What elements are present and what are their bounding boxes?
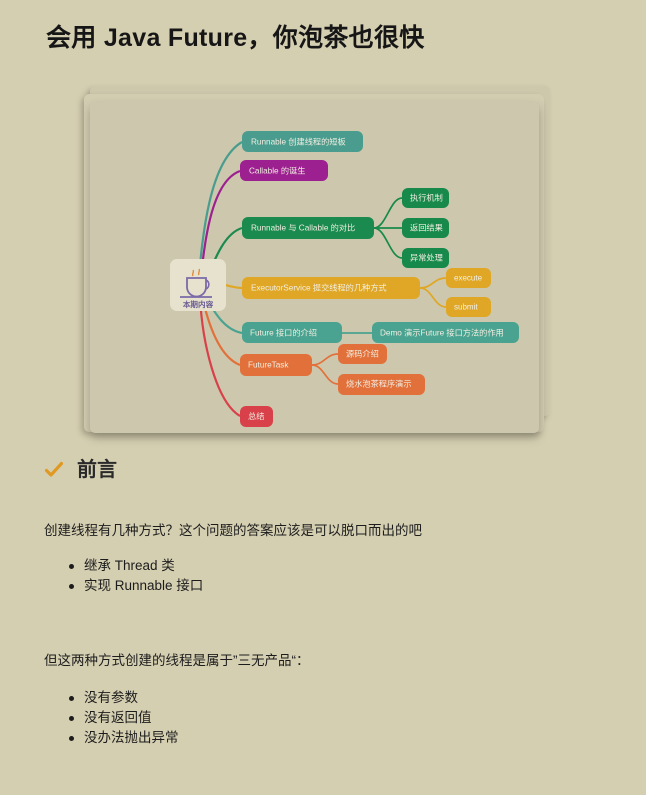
mindmap-node-label: 总结 [248, 411, 264, 421]
paragraph-thread-creation: 创建线程有几种方式？这个问题的答案应该是可以脱口而出的吧 [44, 523, 422, 538]
section-heading-text: 前言 [77, 459, 117, 481]
mindmap-node-source-intro[interactable]: 源码介绍 [338, 344, 387, 364]
mindmap-center-node[interactable]: 本期内容 [170, 259, 226, 311]
mindmap-node-exception-handling[interactable]: 异常处理 [402, 248, 449, 268]
list-item: 没有参数 [69, 688, 179, 708]
page-title: 会用 Java Future，你泡茶也很快 [46, 24, 425, 52]
mindmap-node-label: submit [454, 303, 478, 312]
mindmap-node-future-interface[interactable]: Future 接口的介绍 [242, 322, 342, 343]
bullet-list-thread-ways: 继承 Thread 类 实现 Runnable 接口 [62, 556, 203, 596]
list-item: 没办法抛出异常 [69, 728, 179, 748]
mindmap-subconnectors [311, 197, 447, 385]
list-item: 没有返回值 [69, 708, 179, 728]
mindmap-svg: 本期内容 Runnable 创建线程的短板 Callable 的诞生 Runna… [170, 131, 519, 427]
paragraph-three-no-product: 但这两种方式创建的线程是属于”三无产品“： [44, 653, 310, 668]
mindmap-node-callable-birth[interactable]: Callable 的诞生 [240, 160, 328, 181]
mindmap-node-runnable-shortcoming[interactable]: Runnable 创建线程的短板 [242, 131, 363, 152]
mindmap-node-label: 烧水泡茶程序演示 [346, 379, 412, 389]
mindmap-node-label: 执行机制 [410, 193, 443, 203]
mindmap-image[interactable]: 本期内容 Runnable 创建线程的短板 Callable 的诞生 Runna… [90, 102, 539, 433]
mindmap-node-label: Callable 的诞生 [249, 166, 305, 176]
mindmap-node-submit[interactable]: submit [446, 297, 491, 317]
mindmap-node-label: 返回结果 [410, 223, 443, 233]
mindmap-node-label: 异常处理 [410, 253, 443, 263]
mindmap-node-demo-future[interactable]: Demo 演示Future 接口方法的作用 [372, 322, 519, 343]
mindmap-center-label: 本期内容 [183, 299, 214, 309]
list-item: 实现 Runnable 接口 [68, 576, 203, 596]
list-item: 继承 Thread 类 [68, 556, 203, 576]
mindmap-node-executorservice[interactable]: ExecutorService 提交线程的几种方式 [242, 277, 420, 299]
mindmap-node-label: Demo 演示Future 接口方法的作用 [380, 328, 504, 338]
mindmap-node-label: FutureTask [248, 361, 289, 370]
check-icon [44, 461, 64, 477]
mindmap-node-label: execute [454, 274, 483, 283]
section-heading-preface: 前言 [44, 458, 117, 482]
mindmap-node-label: Runnable 创建线程的短板 [251, 137, 346, 147]
mindmap-node-execute[interactable]: execute [446, 268, 491, 288]
mindmap-node-execution-mechanism[interactable]: 执行机制 [402, 188, 449, 208]
mindmap-node-label: Runnable 与 Callable 的对比 [251, 223, 355, 233]
mindmap-node-label: 源码介绍 [346, 349, 379, 359]
mindmap-node-boil-tea-demo[interactable]: 烧水泡茶程序演示 [338, 374, 425, 395]
mindmap-node-return-result[interactable]: 返回结果 [402, 218, 449, 238]
figure-container: 本期内容 Runnable 创建线程的短板 Callable 的诞生 Runna… [78, 86, 550, 438]
mindmap-node-summary[interactable]: 总结 [240, 406, 273, 427]
coffee-cup-icon [180, 268, 212, 298]
bullet-list-limitations: 没有参数 没有返回值 没办法抛出异常 [62, 688, 179, 748]
mindmap-node-futuretask[interactable]: FutureTask [240, 354, 312, 376]
mindmap-node-runnable-callable-compare[interactable]: Runnable 与 Callable 的对比 [242, 217, 374, 239]
mindmap-node-label: ExecutorService 提交线程的几种方式 [251, 283, 387, 293]
mindmap-node-label: Future 接口的介绍 [250, 328, 317, 338]
